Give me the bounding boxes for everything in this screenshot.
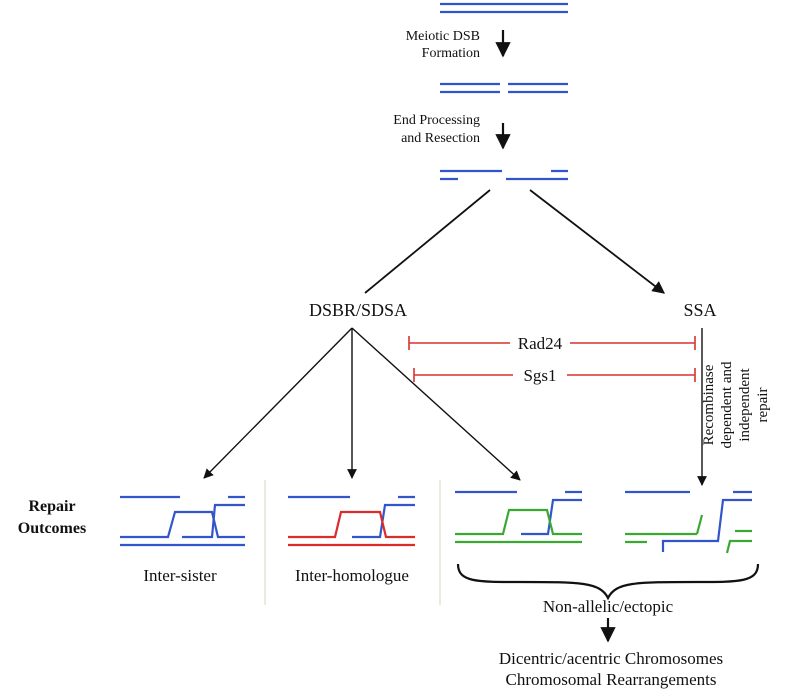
dsbr-sdsa-label: DSBR/SDSA: [309, 300, 407, 320]
end-processing-label-line2: and Resection: [401, 131, 480, 146]
ssa-label: SSA: [683, 300, 716, 320]
branch-arrow-ssa: [529, 189, 665, 294]
non-allelic-brace: [456, 563, 760, 601]
inter-homologue-label: Inter-homologue: [295, 566, 409, 585]
recombinase-note-line4: repair: [755, 388, 771, 423]
repair-outcomes-heading-line1: Repair: [28, 498, 75, 515]
sgs1-inhibition: [413, 368, 696, 382]
end-processing-label-line1: End Processing: [393, 113, 480, 128]
inter-homologue-diagram: [288, 495, 415, 547]
repair-outcomes-heading-line2: Outcomes: [18, 520, 86, 537]
consequence-line2: Chromosomal Rearrangements: [505, 670, 716, 689]
arrow-to-non-allelic-dsbr: [351, 327, 521, 481]
rad24-label: Rad24: [518, 334, 563, 353]
arrow-to-inter-sister: [203, 327, 353, 479]
sgs1-label: Sgs1: [523, 366, 556, 385]
dsb-formation-label-line1: Meiotic DSB: [406, 29, 480, 44]
resected-dna-duplex: [440, 169, 568, 181]
broken-dna-duplex: [440, 82, 568, 94]
inter-sister-diagram: [120, 495, 245, 547]
recombinase-note-line3: independent: [737, 368, 753, 442]
non-allelic-label: Non-allelic/ectopic: [543, 597, 674, 616]
non-allelic-ssa-diagram: [625, 490, 752, 554]
dsb-formation-label-line2: Formation: [422, 46, 480, 61]
recombinase-note-line2: dependent and: [719, 361, 735, 449]
inter-sister-label: Inter-sister: [143, 566, 217, 585]
consequence-line1: Dicentric/acentric Chromosomes: [499, 649, 723, 668]
rad24-inhibition: [408, 336, 696, 350]
intact-dna-duplex: [440, 2, 568, 14]
branch-line-dsbr: [364, 189, 491, 294]
recombinase-note-line1: Recombinase: [701, 364, 717, 445]
non-allelic-dsbr-diagram: [455, 490, 582, 544]
recombinase-note: Recombinase dependent and independent re…: [701, 361, 771, 449]
